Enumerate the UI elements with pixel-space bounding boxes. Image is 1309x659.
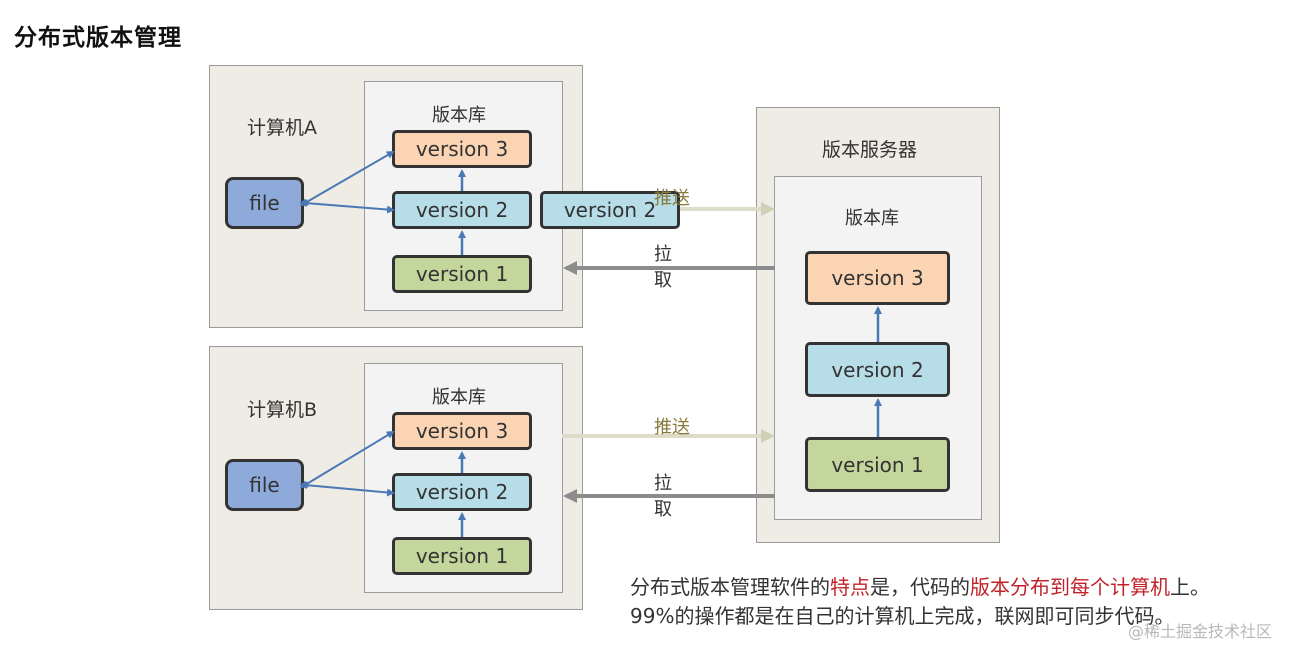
caption-line-1-part: 分布式版本管理软件的 — [630, 575, 830, 599]
caption: 分布式版本管理软件的特点是，代码的版本分布到每个计算机上。 99%的操作都是在自… — [630, 573, 1210, 631]
computer-a-file-to-version-3-arrow — [299, 150, 395, 207]
computer-a-pending-push-node: version 2 — [540, 191, 680, 229]
caption-highlight-distribution: 版本分布到每个计算机 — [970, 575, 1170, 599]
computer-b-pull-label: 拉 取 — [653, 471, 673, 523]
computer-b-file-to-version-3-arrow — [299, 430, 395, 489]
computer-a-pull-label: 拉 取 — [653, 242, 673, 294]
server-version-1-node: version 1 — [805, 437, 950, 492]
computer-a-version-2-node: version 2 — [392, 191, 532, 229]
pull-char-2: 取 — [654, 270, 672, 291]
computer-a-file-node: file — [225, 177, 304, 229]
computer-a-push-label: 推送 — [654, 188, 690, 209]
server-version-2-node: version 2 — [805, 342, 950, 397]
pull-char-2: 取 — [654, 499, 672, 520]
computer-b-push-label: 推送 — [654, 417, 690, 438]
server-version-3-node: version 3 — [805, 251, 950, 305]
computer-a-version-3-node: version 3 — [392, 130, 532, 168]
computer-a-file-to-version-2-arrow — [299, 199, 395, 214]
computer-a-repo-label: 版本库 — [432, 105, 486, 126]
caption-highlight-feature: 特点 — [830, 575, 870, 599]
watermark: @稀土掘金技术社区 — [1128, 622, 1273, 641]
page-title: 分布式版本管理 — [14, 25, 182, 51]
computer-b-repo-label: 版本库 — [432, 387, 486, 408]
caption-line-1-part: 是，代码的 — [870, 575, 970, 599]
server-label: 版本服务器 — [822, 139, 918, 161]
computer-b-version-2-node: version 2 — [392, 473, 532, 511]
computer-b-file-to-version-2-arrow — [299, 481, 395, 497]
computer-b-label: 计算机B — [247, 399, 318, 421]
computer-b-version-1-node: version 1 — [392, 537, 532, 575]
computer-b-file-node: file — [225, 459, 304, 511]
pull-char-1: 拉 — [654, 244, 672, 265]
computer-a-label: 计算机A — [247, 117, 317, 139]
computer-a-version-1-node: version 1 — [392, 255, 532, 293]
computer-b-version-3-node: version 3 — [392, 412, 532, 450]
caption-line-2: 99%的操作都是在自己的计算机上完成，联网即可同步代码。 — [630, 604, 1175, 628]
server-repo-label: 版本库 — [845, 208, 899, 229]
caption-line-1-part: 上。 — [1170, 575, 1210, 599]
caption-line-1: 分布式版本管理软件的特点是，代码的版本分布到每个计算机上。 — [630, 573, 1210, 602]
pull-char-1: 拉 — [654, 473, 672, 494]
